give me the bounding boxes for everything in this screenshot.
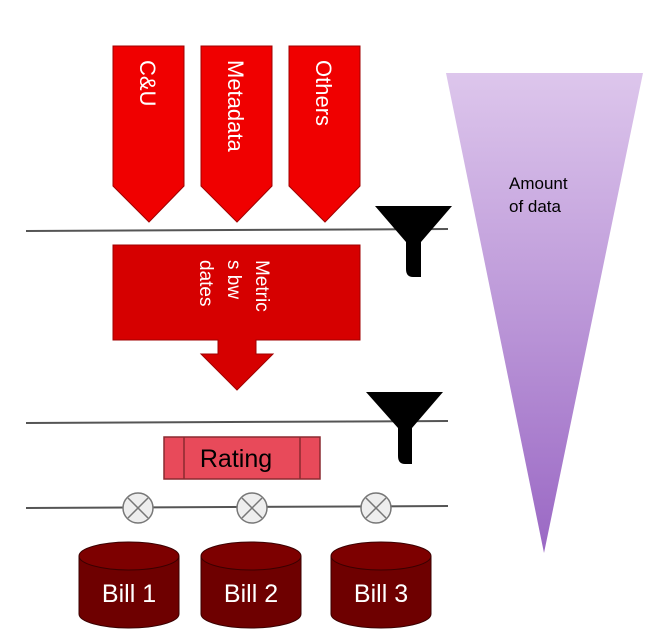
metrics-label-line1: Metric [251,260,272,312]
source-arrow-metadata: Metadata [200,45,273,223]
funnel-icon-2 [366,392,443,464]
metrics-label-line3: dates [195,260,216,306]
junction-icon-3 [360,492,392,524]
rating-box: Rating [163,436,321,480]
metrics-box: Metric s bw dates [112,244,361,391]
triangle-label-line1: Amount [509,174,568,193]
funnel-icon-1 [375,206,452,277]
bill-label-2: Bill 2 [224,580,278,608]
bill-cylinder-2: Bill 2 [200,541,302,629]
junction-icon-2 [236,492,268,524]
source-label-metadata: Metadata [223,60,248,152]
junction-icon-1 [122,492,154,524]
rating-label: Rating [200,445,272,473]
filter-line-2 [25,420,449,424]
source-label-others: Others [311,60,336,126]
metrics-label-line2: s bw [223,260,244,299]
triangle-label-line2: of data [509,197,562,216]
source-label-cu: C&U [135,60,160,106]
source-arrow-others: Others [288,45,361,223]
bill-label-3: Bill 3 [354,580,408,608]
bill-cylinder-3: Bill 3 [330,541,432,629]
bill-label-1: Bill 1 [102,580,156,608]
data-volume-triangle: Amount of data [446,73,643,553]
source-arrow-cu: C&U [112,45,185,223]
filter-line-1 [25,228,449,232]
bill-cylinder-1: Bill 1 [78,541,180,629]
